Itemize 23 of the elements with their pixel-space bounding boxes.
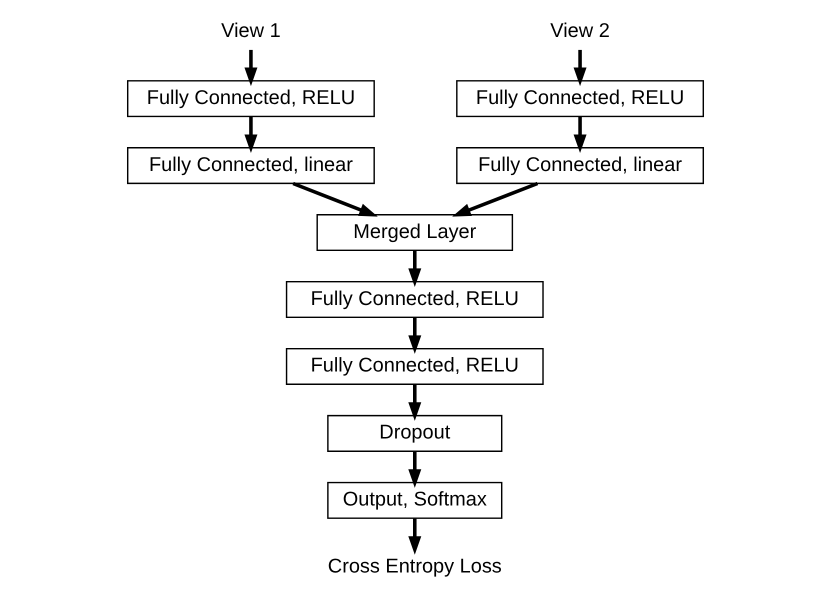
arrow — [244, 50, 257, 86]
arrow — [408, 384, 421, 421]
node-box: Merged Layer — [316, 214, 513, 252]
node-box: Fully Connected, RELU — [285, 280, 544, 318]
node-text: View 1 — [220, 20, 280, 42]
node-box: Fully Connected, RELU — [126, 80, 374, 118]
arrow — [408, 250, 421, 287]
arrow — [408, 452, 421, 488]
node-box: Fully Connected, RELU — [285, 348, 544, 385]
arrow — [408, 318, 421, 354]
node-box: Fully Connected, linear — [126, 147, 374, 184]
node-box: Dropout — [326, 414, 502, 452]
node-box: Fully Connected, RELU — [456, 80, 704, 118]
node-box: Output, Softmax — [326, 482, 502, 519]
node-text: View 2 — [550, 20, 610, 42]
arrow — [573, 50, 586, 86]
arrow — [408, 518, 421, 555]
arrow — [292, 182, 378, 217]
arrow — [573, 116, 586, 154]
arrow — [244, 116, 257, 154]
node-text: Cross Entropy Loss — [327, 556, 502, 578]
arrow — [452, 182, 538, 217]
node-box: Fully Connected, linear — [456, 147, 704, 184]
